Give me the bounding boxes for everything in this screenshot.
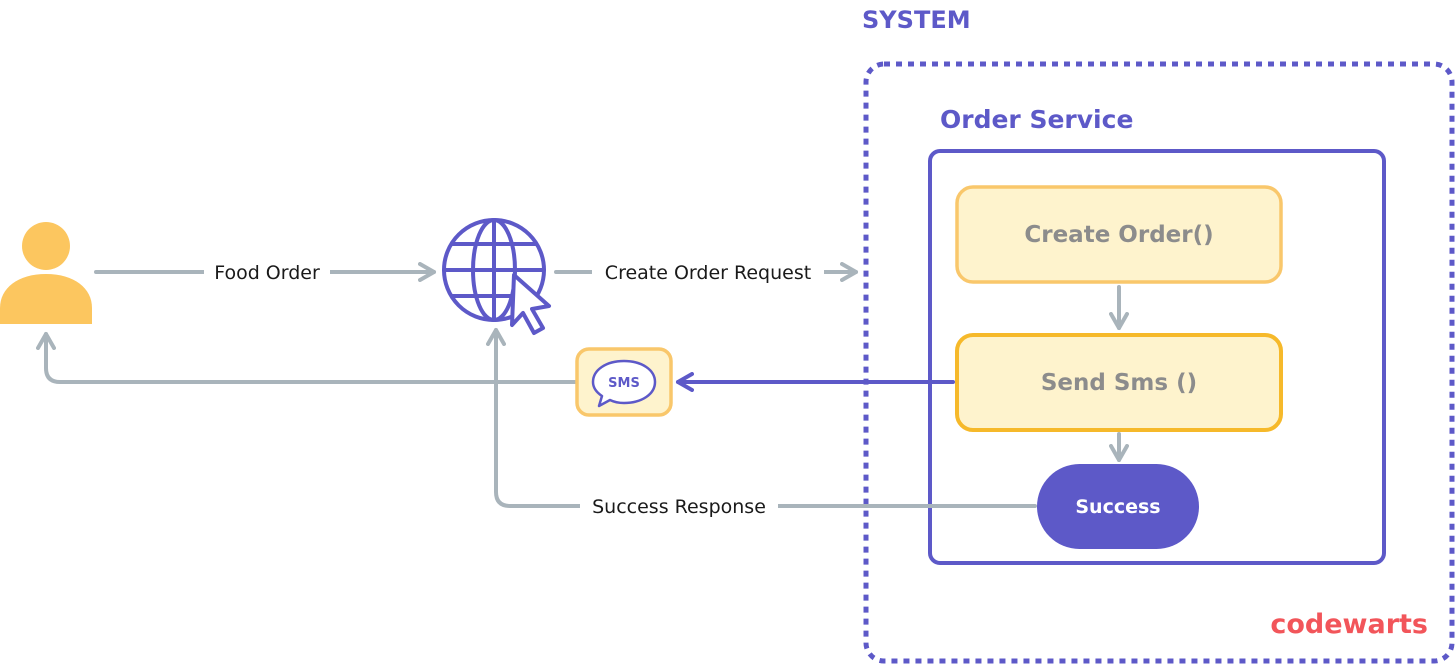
success-response-label: Success Response: [592, 496, 766, 518]
order-service-box: [928, 149, 1386, 565]
user-icon: [0, 222, 92, 324]
globe-cursor-icon: [442, 218, 551, 335]
codewarts-logo: codewarts: [1270, 609, 1428, 640]
send-sms-step: Send Sms (): [955, 333, 1283, 432]
create-order-label: Create Order(): [1024, 222, 1213, 248]
sms-to-user-arrow: [36, 332, 578, 384]
food-order-label: Food Order: [214, 262, 320, 284]
create-order-request-label: Create Order Request: [605, 262, 811, 284]
create-order-step: Create Order(): [955, 185, 1283, 284]
sms-badge-label: SMS: [608, 376, 640, 391]
system-label: SYSTEM: [862, 6, 971, 34]
sms-badge: SMS: [575, 347, 673, 417]
order-service-label: Order Service: [940, 105, 1133, 134]
success-node: Success: [1037, 464, 1199, 549]
sms-bubble-icon: SMS: [591, 359, 657, 408]
success-label: Success: [1075, 496, 1160, 518]
system-boundary: [863, 61, 1455, 664]
success-response-arrow: [486, 328, 1037, 508]
send-sms-label: Send Sms (): [1041, 370, 1197, 396]
